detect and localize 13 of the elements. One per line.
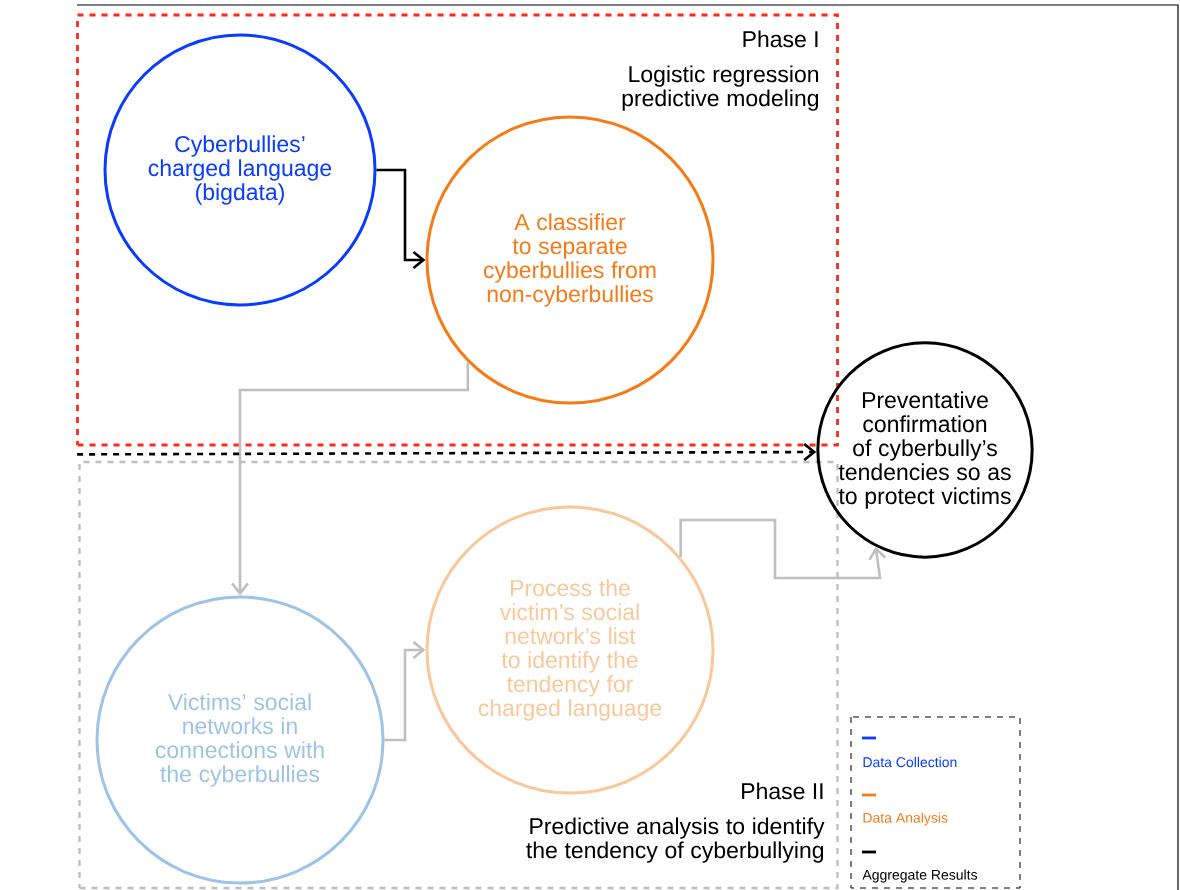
- arrow: [376, 168, 426, 269]
- legend-label: Data Collection: [863, 756, 957, 768]
- legend-label: Aggregate Results: [862, 869, 978, 883]
- circle-node: Cyberbullies’ charged language (bigdata): [103, 33, 377, 307]
- circle-node: Process the victim’s social network’s list to identify the tendency for charged language: [425, 505, 715, 795]
- arrow: [384, 641, 426, 742]
- legend-label: Data Analysis: [863, 812, 948, 826]
- circle-node: A classifier to separate cyberbullies from non-cyberbullies: [425, 115, 715, 405]
- arrow: [231, 362, 470, 596]
- circle-node: Preventative confirmation of cyberbully’s tendencies so as to protect victims: [816, 341, 1034, 559]
- arrow: [77, 443, 817, 462]
- arrow: [679, 518, 887, 580]
- circle-node: Victims’ social networks in connections with the cyberbullies: [95, 595, 385, 885]
